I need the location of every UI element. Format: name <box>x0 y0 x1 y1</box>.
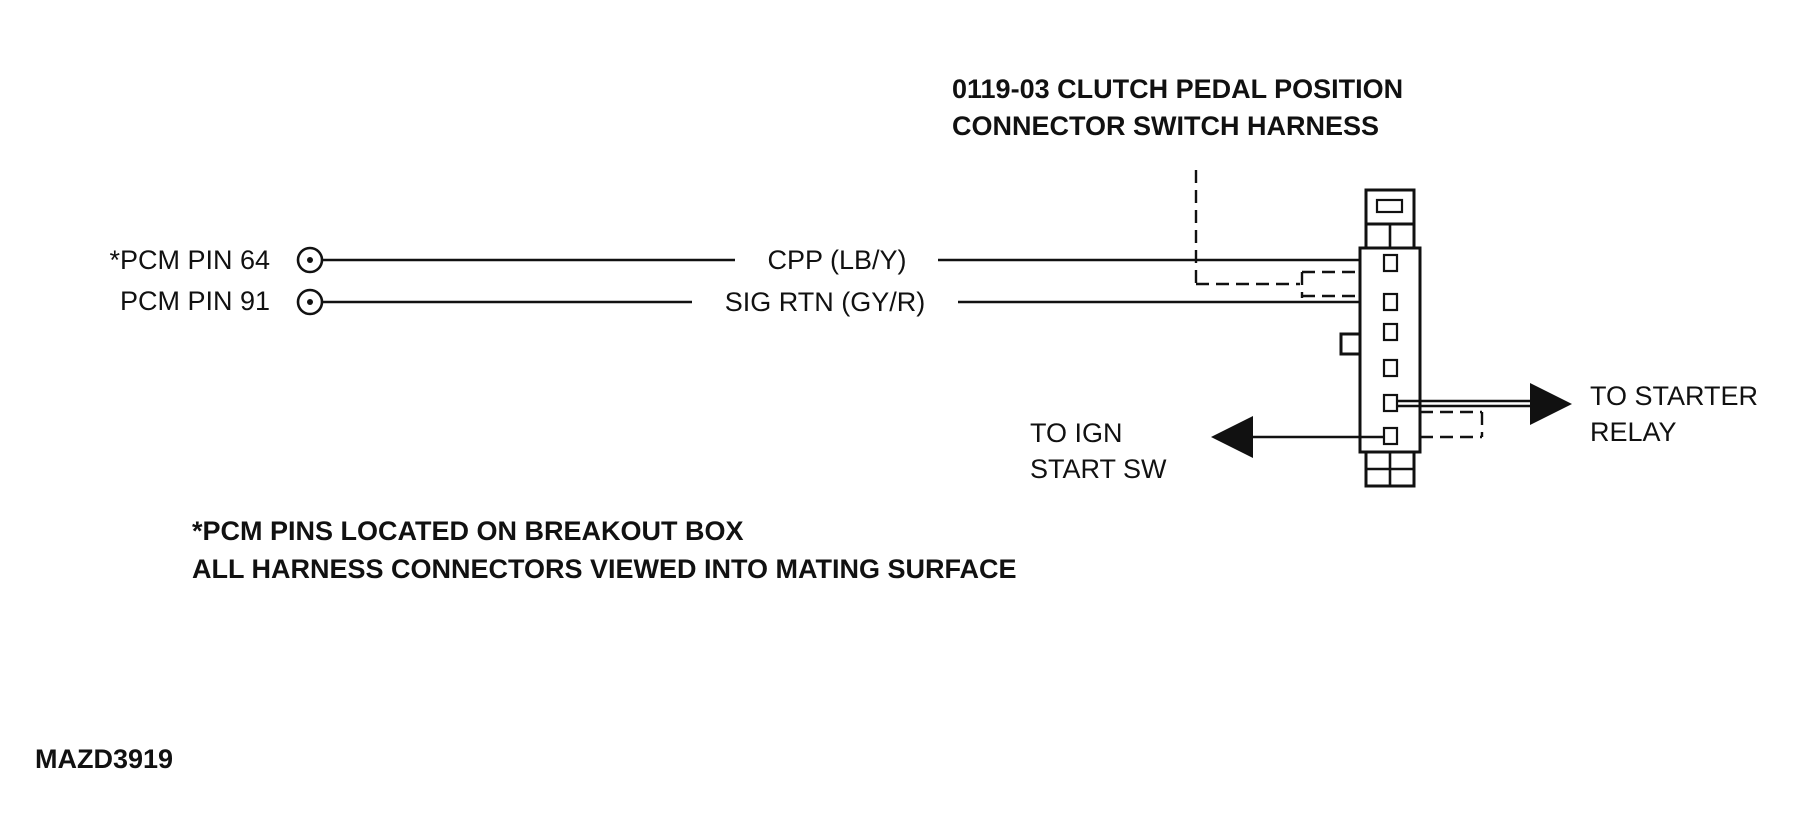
connector-title-line2: CONNECTOR SWITCH HARNESS <box>952 111 1379 141</box>
ign-start-arrow-icon <box>1211 416 1253 458</box>
note-line1: *PCM PINS LOCATED ON BREAKOUT BOX <box>192 516 744 546</box>
ign-start-label-line2: START SW <box>1030 454 1167 484</box>
starter-relay-wire <box>1397 399 1530 439</box>
starter-relay-label-line2: RELAY <box>1590 417 1677 447</box>
cpp-wire-label: CPP (LB/Y) <box>767 245 906 275</box>
starter-relay-arrow-icon <box>1530 383 1572 425</box>
connector-title-line1: 0119-03 CLUTCH PEDAL POSITION <box>952 74 1403 104</box>
switch-harness-dashed-lines <box>1194 170 1378 298</box>
sig-rtn-wire-label: SIG RTN (GY/R) <box>725 287 926 317</box>
clutch-pedal-position-connector <box>1339 188 1422 488</box>
pcm-pin-91-terminal-icon <box>296 288 324 316</box>
pcm-pin-64-terminal-icon <box>296 246 324 274</box>
pcm-pin-64-label: *PCM PIN 64 <box>109 245 270 275</box>
note-line2: ALL HARNESS CONNECTORS VIEWED INTO MATIN… <box>192 554 1017 584</box>
figure-id: MAZD3919 <box>35 744 173 774</box>
pcm-pin-91-label: PCM PIN 91 <box>120 286 270 316</box>
ign-start-label-line1: TO IGN <box>1030 418 1123 448</box>
starter-relay-label-line1: TO STARTER <box>1590 381 1758 411</box>
